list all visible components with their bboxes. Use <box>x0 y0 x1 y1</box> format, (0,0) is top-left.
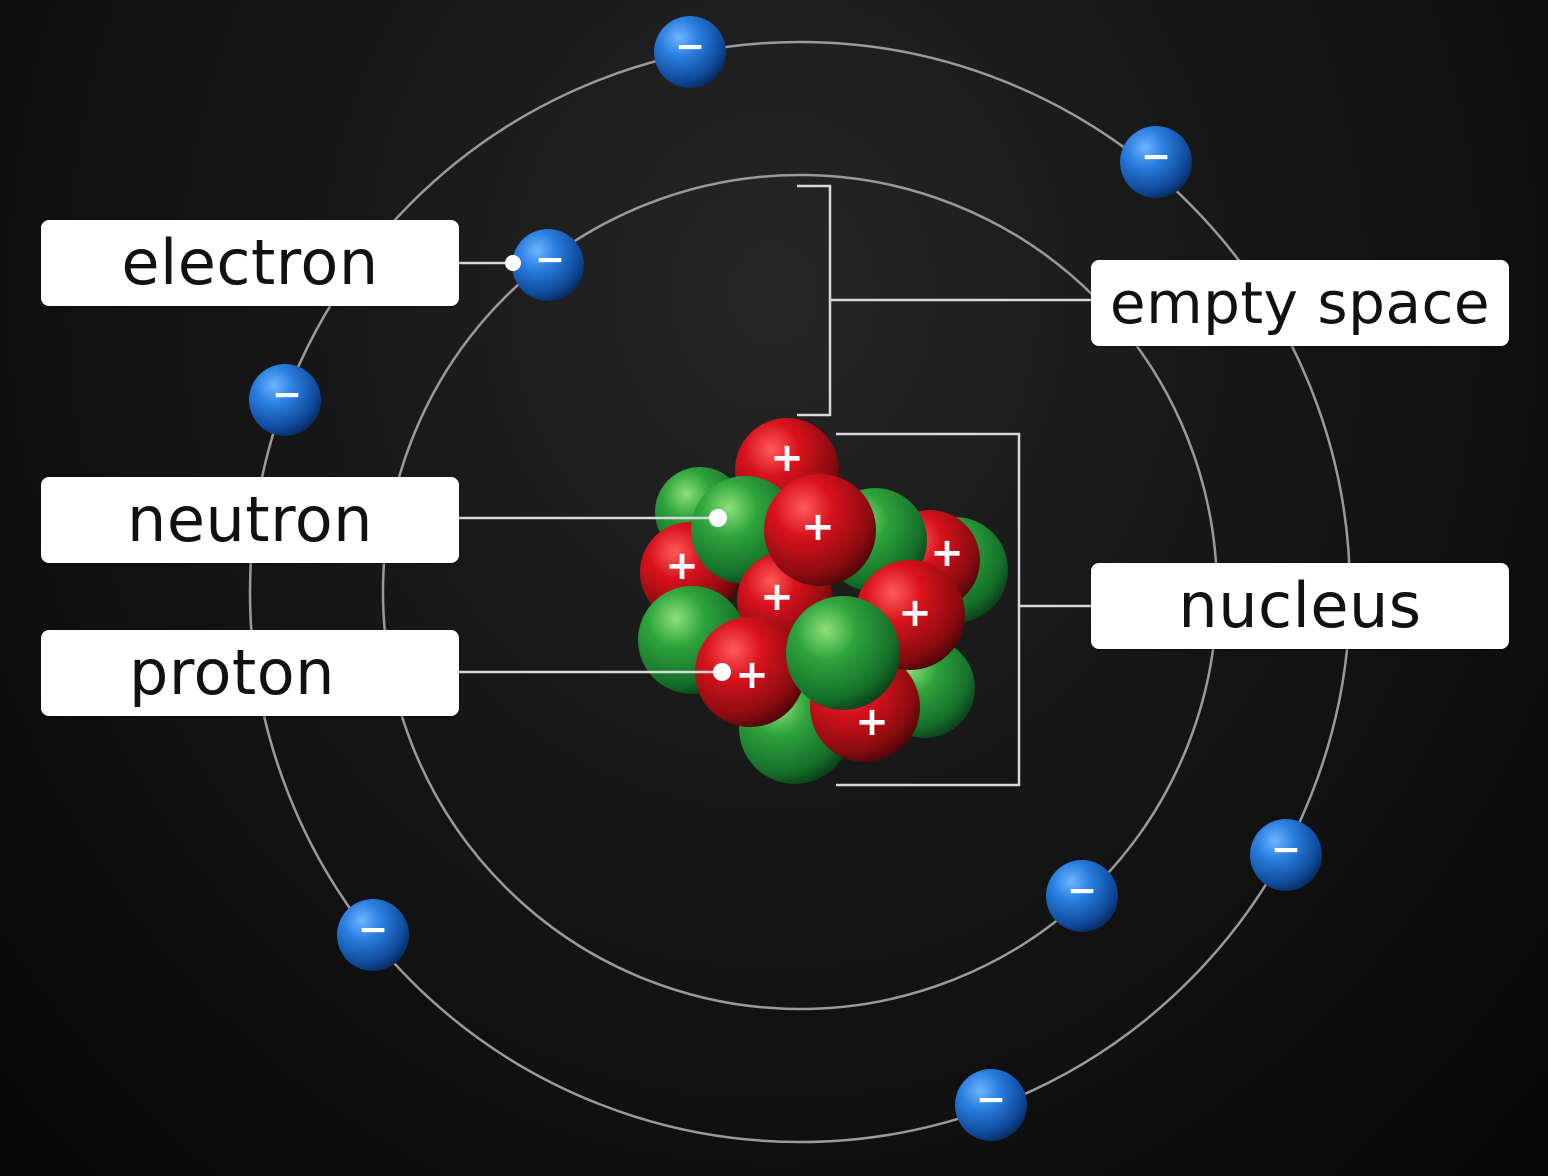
electron-charge-sign: − <box>1141 137 1171 178</box>
proton-charge-sign: + <box>770 435 804 481</box>
electrons: − − − − − − − − <box>249 16 1322 1141</box>
electron-particle <box>337 899 409 971</box>
proton-charge-sign: + <box>930 530 964 576</box>
electron-charge-sign: − <box>272 375 302 416</box>
proton-label: proton <box>129 636 335 709</box>
electron-particle <box>512 229 584 301</box>
neutron-label: neutron <box>127 483 373 556</box>
electron-particle <box>955 1069 1027 1141</box>
proton-charge-sign: + <box>760 574 794 620</box>
proton-particle <box>764 474 876 586</box>
proton-particle <box>695 617 805 727</box>
proton-charge-sign: + <box>665 543 699 589</box>
proton-charge-sign: + <box>898 590 932 636</box>
electron-charge-sign: − <box>1067 871 1097 912</box>
empty-space-bracket <box>797 184 832 417</box>
electron-particle <box>249 364 321 436</box>
electron-charge-sign: − <box>1271 830 1301 871</box>
nucleus-label: nucleus <box>1178 569 1422 642</box>
electron-particle <box>1046 860 1118 932</box>
electron-particle <box>1250 819 1322 891</box>
electron-charge-sign: − <box>675 27 705 68</box>
electron-charge-sign: − <box>976 1080 1006 1121</box>
proton-charge-sign: + <box>735 652 769 698</box>
electron-particle <box>1120 126 1192 198</box>
proton-label-box: proton <box>41 630 459 716</box>
electron-label: electron <box>121 226 379 299</box>
leader-lines <box>459 184 1091 787</box>
proton-charge-sign: + <box>855 699 889 745</box>
electron-charge-sign: − <box>358 910 388 951</box>
proton-pointer-dot <box>713 663 731 681</box>
neutron-label-box: neutron <box>41 477 459 563</box>
neutron-particle <box>786 596 900 710</box>
electron-charge-sign: − <box>535 240 565 281</box>
neutron-pointer-dot <box>709 509 727 527</box>
electron-label-box: electron <box>41 220 459 306</box>
electron-pointer-dot <box>505 255 521 271</box>
empty-space-label-box: empty space <box>1091 260 1509 346</box>
leader-dots <box>505 255 731 681</box>
proton-charge-sign: + <box>801 504 835 550</box>
electron-particle <box>654 16 726 88</box>
empty-space-label: empty space <box>1109 269 1491 337</box>
nucleus-cluster: + + + + + + + + <box>638 418 1008 784</box>
nucleus-label-box: nucleus <box>1091 563 1509 649</box>
nucleus-bracket <box>836 432 1021 787</box>
